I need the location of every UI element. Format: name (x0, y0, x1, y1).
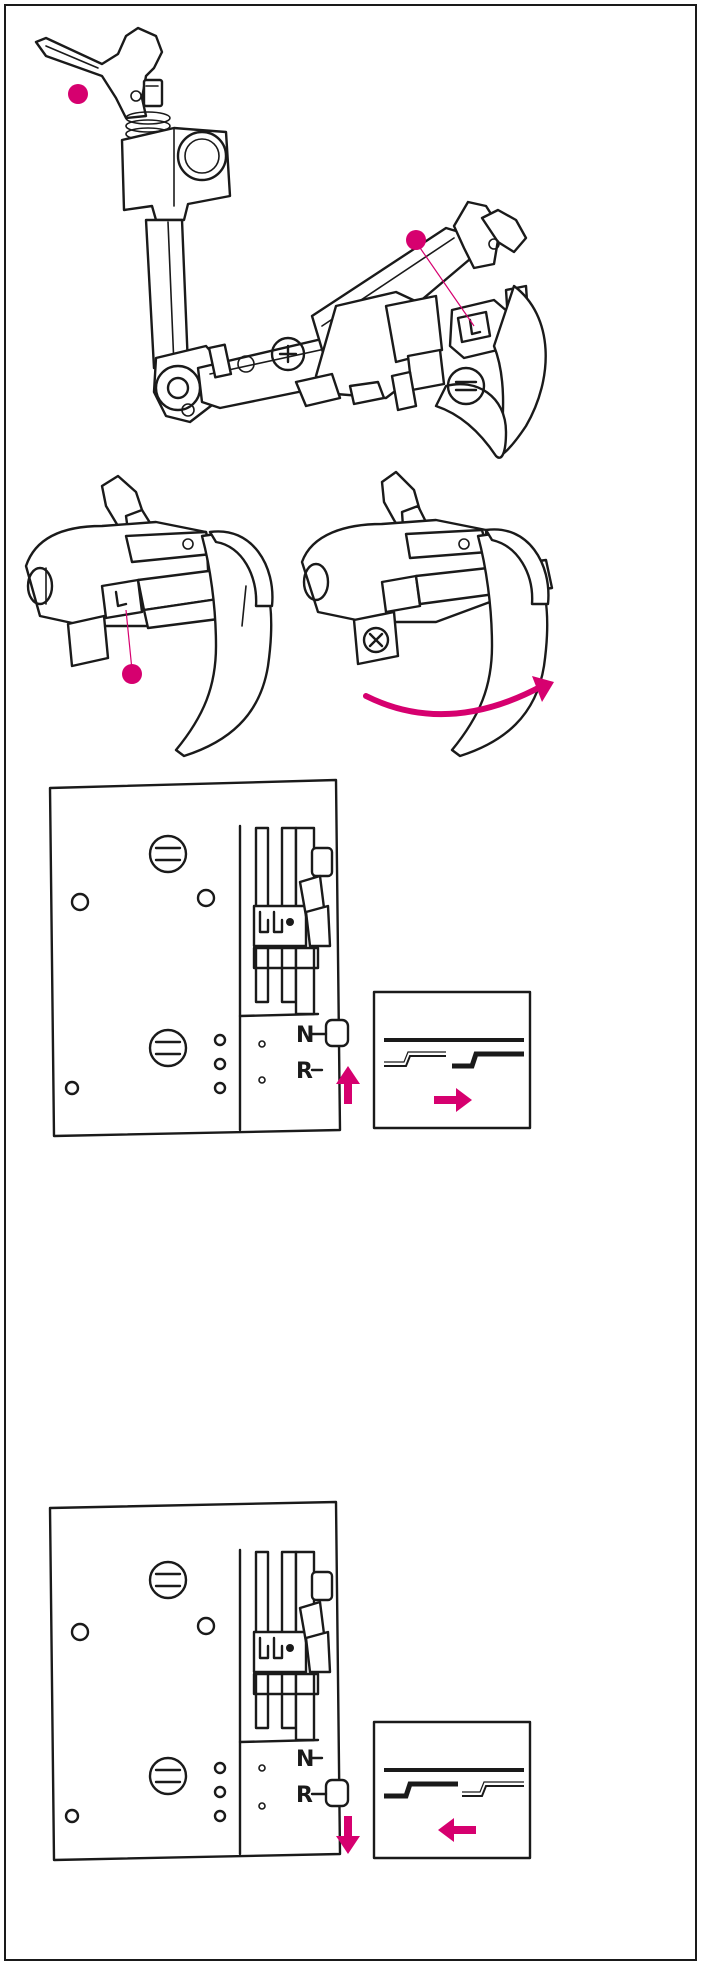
leader-line-lower (125, 609, 133, 671)
needle-plate-n-position: N R (48, 778, 532, 1138)
inset-box-n (372, 990, 532, 1130)
diagram-canvas: N R (24, 26, 554, 1862)
callout-dot (406, 230, 426, 250)
lever-assembly-illustration (34, 26, 547, 459)
label-n: N (296, 1023, 314, 1048)
callout-dot (68, 84, 88, 104)
selector-knob (324, 1018, 350, 1048)
arrow-up-icon (336, 1066, 360, 1104)
switch-detail-right (300, 470, 554, 758)
selector-knob (324, 1778, 350, 1808)
callout-dot (122, 664, 142, 684)
arrow-down-icon (336, 1816, 360, 1854)
label-r: R (296, 1783, 313, 1808)
inset-box-r (372, 1720, 532, 1860)
part-l-block (448, 298, 510, 360)
rotation-arrowhead (532, 676, 554, 702)
label-r: R (296, 1059, 313, 1084)
label-n: N (296, 1747, 314, 1772)
needle-plate-r-position: N R (48, 1500, 532, 1862)
rotation-arrow (363, 683, 545, 718)
diagram-frame: N R (4, 4, 697, 1961)
arrow-left-icon (438, 1818, 476, 1842)
leader-line-upper (415, 241, 475, 327)
switch-detail-left (24, 474, 274, 758)
arrow-right-icon (434, 1088, 472, 1112)
